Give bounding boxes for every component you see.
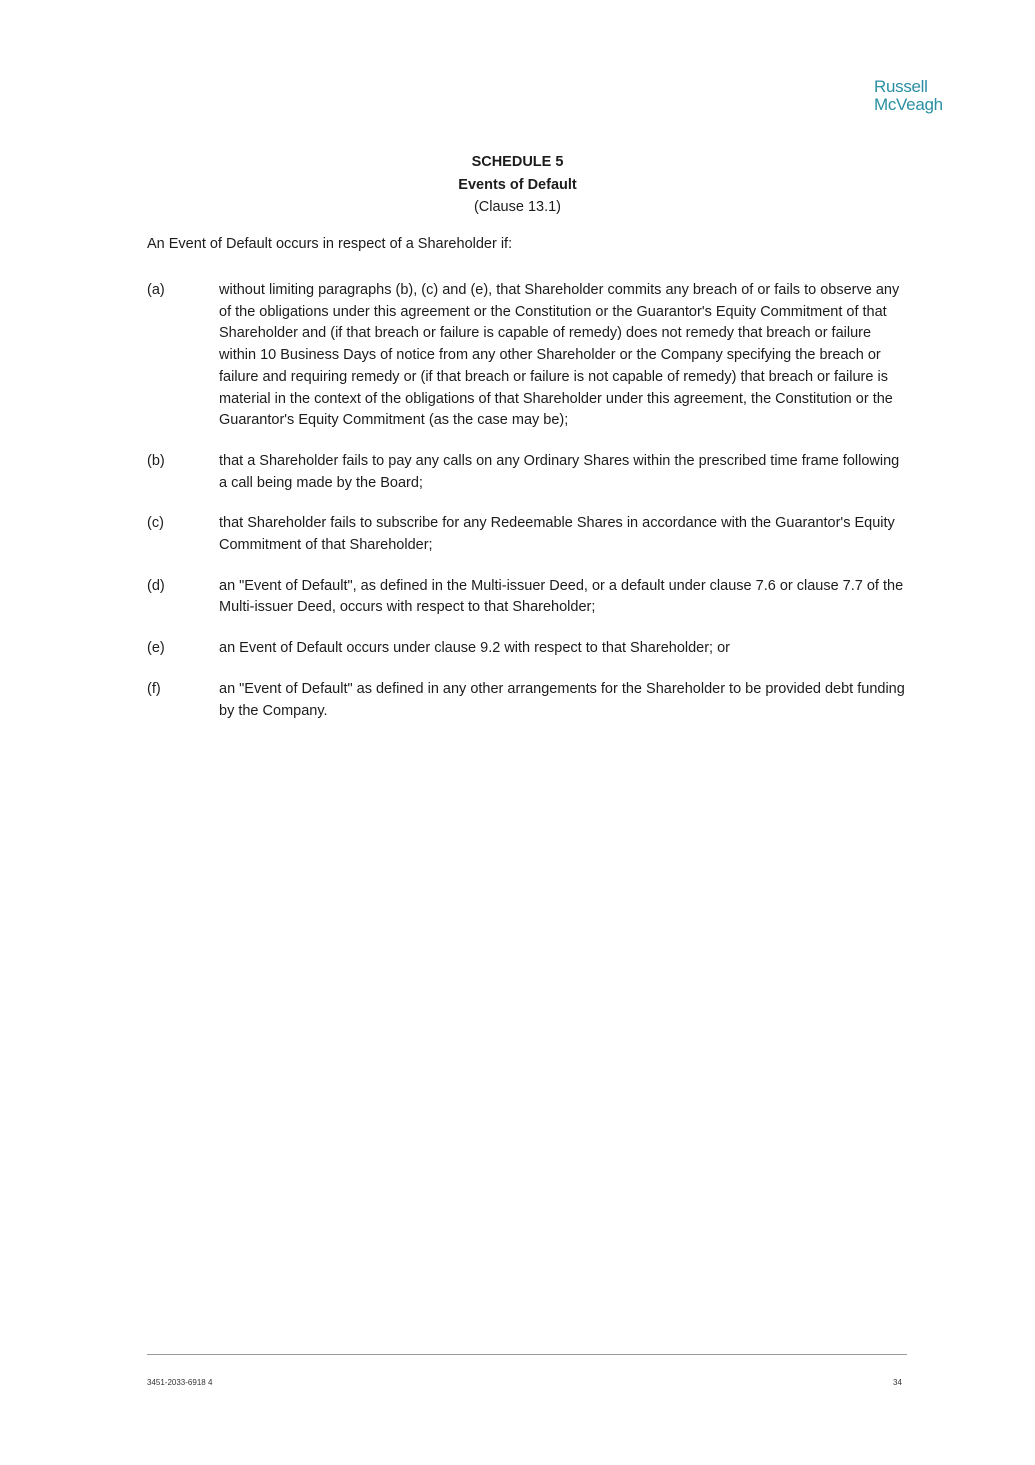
page-number: 34 <box>893 1378 902 1387</box>
schedule-title: SCHEDULE 5 <box>471 154 564 170</box>
item-label: (a) <box>147 282 165 298</box>
logo-line-1: Russell <box>874 77 928 96</box>
logo-line-2: McVeagh <box>874 95 943 114</box>
item-label: (d) <box>147 577 165 594</box>
item-text: that a Shareholder fails to pay any call… <box>219 452 900 491</box>
footer-divider <box>147 1354 907 1355</box>
item-text: without limiting paragraphs (b), (c) and… <box>219 282 900 429</box>
list-item: (d) an "Event of Default", as defined in… <box>147 576 907 619</box>
clause-reference: (Clause 13.1) <box>473 199 562 215</box>
events-list: (a) without limiting paragraphs (b), (c)… <box>147 280 907 741</box>
list-item: (a) without limiting paragraphs (b), (c)… <box>147 280 907 432</box>
list-item: (f) an "Event of Default" as defined in … <box>147 679 907 722</box>
list-item: (c) that Shareholder fails to subscribe … <box>147 513 907 556</box>
item-label: (b) <box>147 452 165 469</box>
schedule-subtitle: Events of Default <box>458 177 577 193</box>
list-item: (b) that a Shareholder fails to pay any … <box>147 451 907 494</box>
list-item: (e) an Event of Default occurs under cla… <box>147 638 907 660</box>
item-label: (c) <box>147 515 164 532</box>
document-reference: 3451-2033-6918 4 <box>147 1378 213 1387</box>
item-text: an "Event of Default", as defined in the… <box>219 577 904 616</box>
item-label: (e) <box>147 640 165 657</box>
firm-logo: Russell McVeagh <box>874 78 964 114</box>
item-text: an Event of Default occurs under clause … <box>219 640 731 657</box>
item-text: that Shareholder fails to subscribe for … <box>219 515 895 554</box>
intro-paragraph: An Event of Default occurs in respect of… <box>147 236 513 252</box>
item-text: an "Event of Default" as defined in any … <box>219 680 905 719</box>
item-label: (f) <box>147 680 161 697</box>
